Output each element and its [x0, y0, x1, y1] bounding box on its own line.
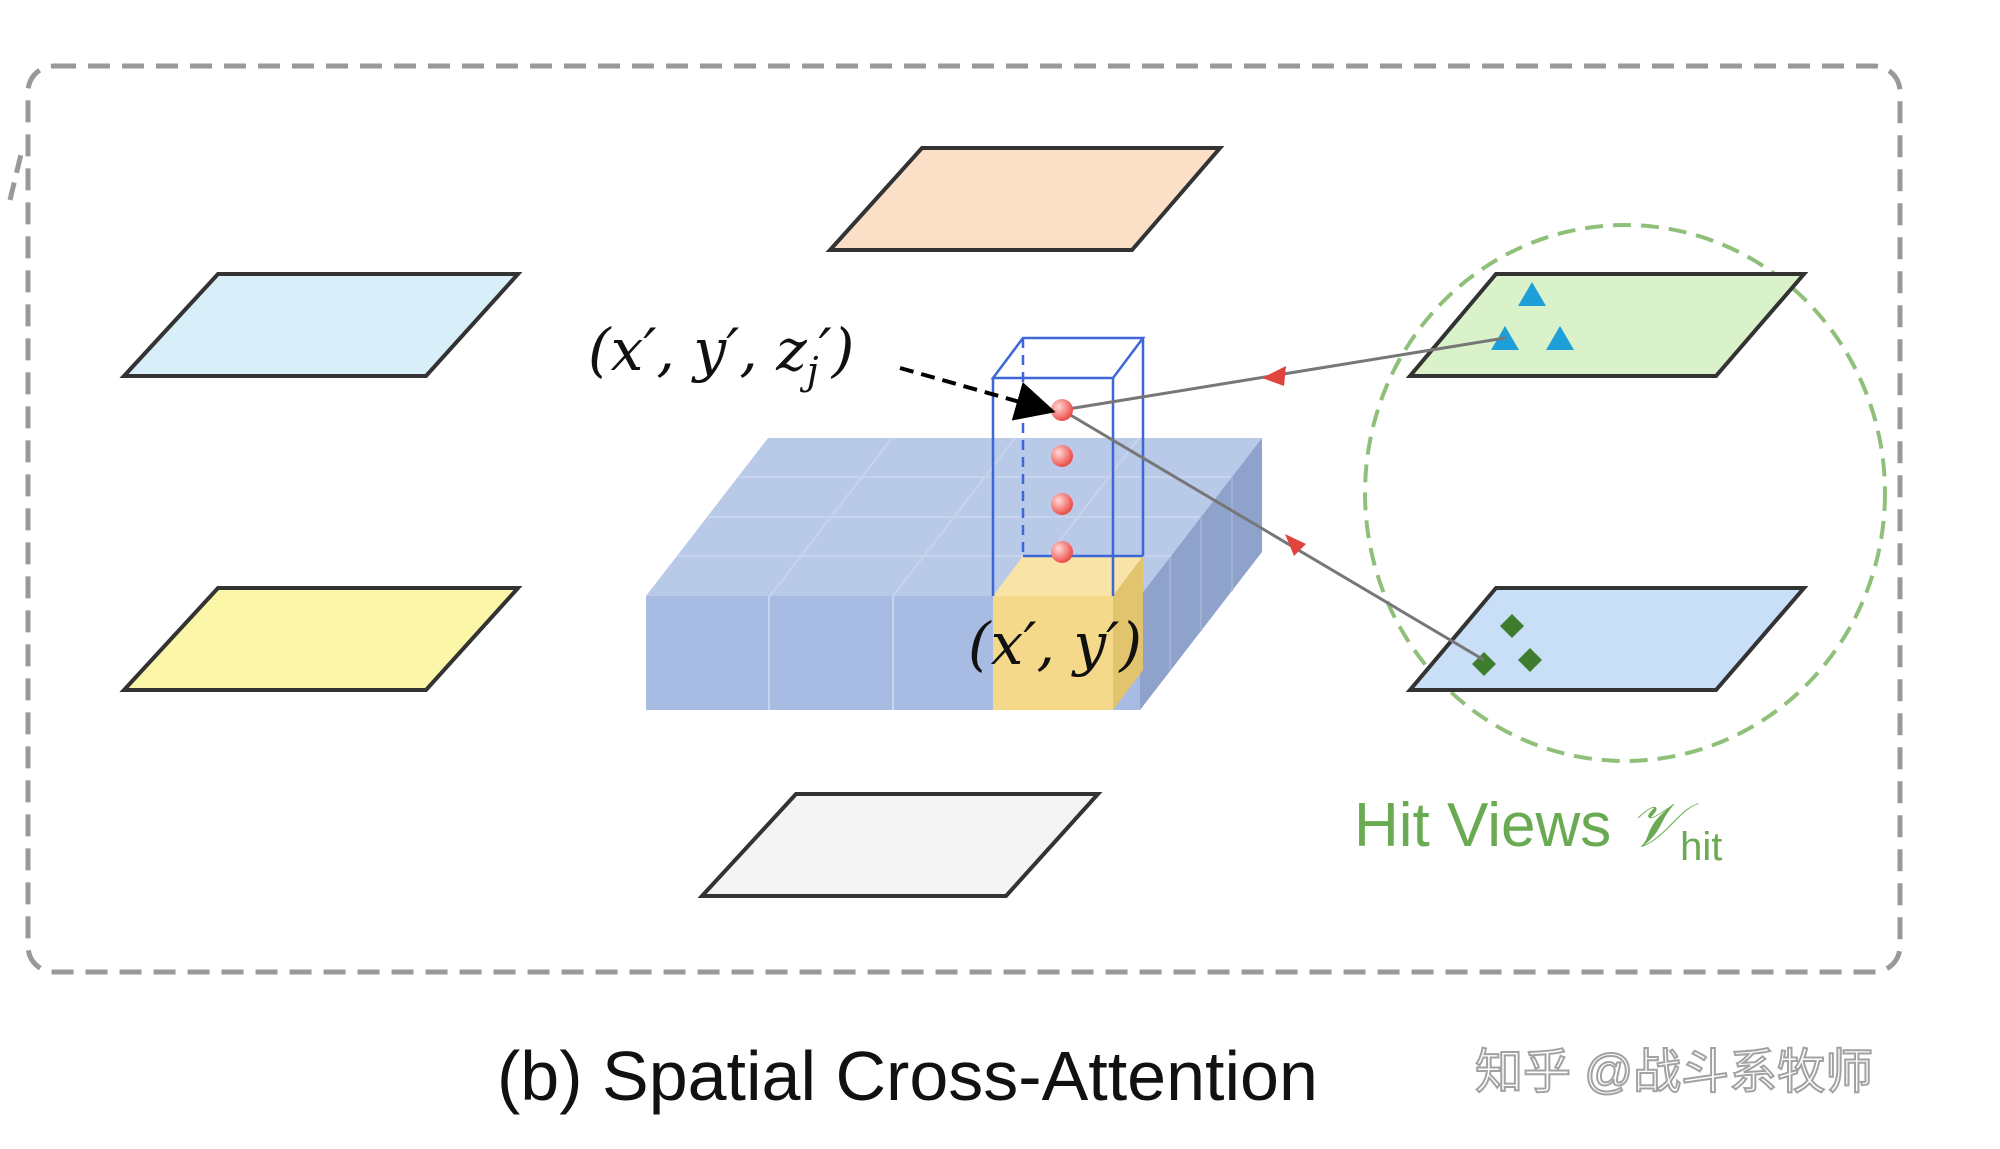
camera-view-top: [825, 146, 1225, 252]
hit-view-bottom: [1405, 586, 1809, 692]
caption: (b) Spatial Cross-Attention: [497, 1037, 1318, 1115]
camera-view-left-bottom: [119, 586, 523, 692]
query-pointer-arrow: [899, 366, 1056, 421]
sphere-point: [1051, 399, 1073, 421]
watermark: 知乎 @战斗系牧师: [1475, 1046, 1873, 1099]
frame-left-tick: [7, 149, 25, 201]
camera-view-bottom: [697, 792, 1103, 898]
sphere-point: [1051, 493, 1073, 515]
hit-views-label: Hit Views 𝒱hit: [1354, 788, 1722, 869]
diamond-marker: [1500, 614, 1524, 638]
highlighted-bev-cell-side: [1113, 556, 1143, 710]
camera-view-left-top: [119, 272, 523, 378]
diamond-marker: [1518, 648, 1542, 672]
sphere-point: [1051, 541, 1073, 563]
sphere-point: [1051, 445, 1073, 467]
bev-cell-label: (x′, y′): [968, 610, 1142, 678]
arrow-head: [1262, 366, 1286, 386]
highlighted-bev-cell-front: [993, 596, 1113, 710]
triangle-marker: [1546, 326, 1574, 350]
arrow-head: [1285, 534, 1306, 556]
hit-views-circle: [1363, 223, 1887, 763]
pillar: [990, 336, 1146, 596]
highlighted-bev-cell-top: [993, 556, 1143, 596]
bev-grid-block: [646, 437, 1262, 710]
triangle-marker: [1518, 282, 1546, 306]
hit-view-top: [1405, 272, 1809, 378]
outer-dashed-frame: [25, 63, 1903, 975]
query-point-label: (x′, y′, zj′): [588, 316, 854, 393]
projection-arrows: [1061, 336, 1506, 662]
